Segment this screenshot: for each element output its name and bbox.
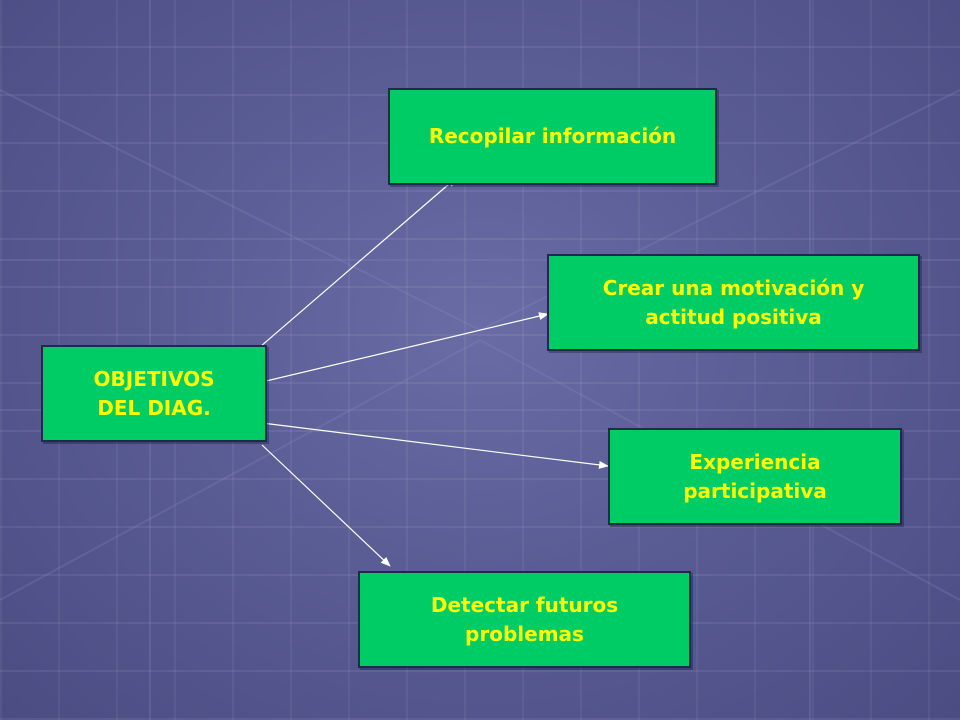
objective-node-detectar-line-2: problemas	[465, 621, 584, 646]
root-node-objetivos: OBJETIVOS DEL DIAG.	[41, 345, 267, 442]
arrow-to-experiencia	[261, 422, 609, 469]
objective-node-detectar-line-1: Detectar futuros	[430, 592, 619, 617]
root-node-line-2: DEL DIAG.	[97, 395, 211, 420]
objective-node-recopilar-line-1: Recopilar información	[428, 124, 677, 148]
arrow-to-motivacion	[261, 312, 549, 383]
objective-node-motivacion-line-2: actitud positiva	[645, 304, 822, 329]
arrow-to-detectar	[261, 444, 391, 567]
objective-node-motivacion: Crear una motivación y actitud positiva	[547, 254, 920, 351]
objective-node-experiencia: Experiencia participativa	[608, 428, 902, 525]
objective-node-detectar: Detectar futuros problemas	[358, 571, 691, 668]
objective-node-experiencia-line-1: Experiencia	[689, 449, 821, 474]
arrow-to-recopilar	[252, 177, 457, 354]
objective-node-recopilar: Recopilar información	[388, 88, 717, 185]
objective-node-experiencia-line-2: participativa	[683, 478, 827, 503]
root-node-line-1: OBJETIVOS	[93, 366, 215, 391]
objective-node-motivacion-line-1: Crear una motivación y	[602, 275, 865, 300]
